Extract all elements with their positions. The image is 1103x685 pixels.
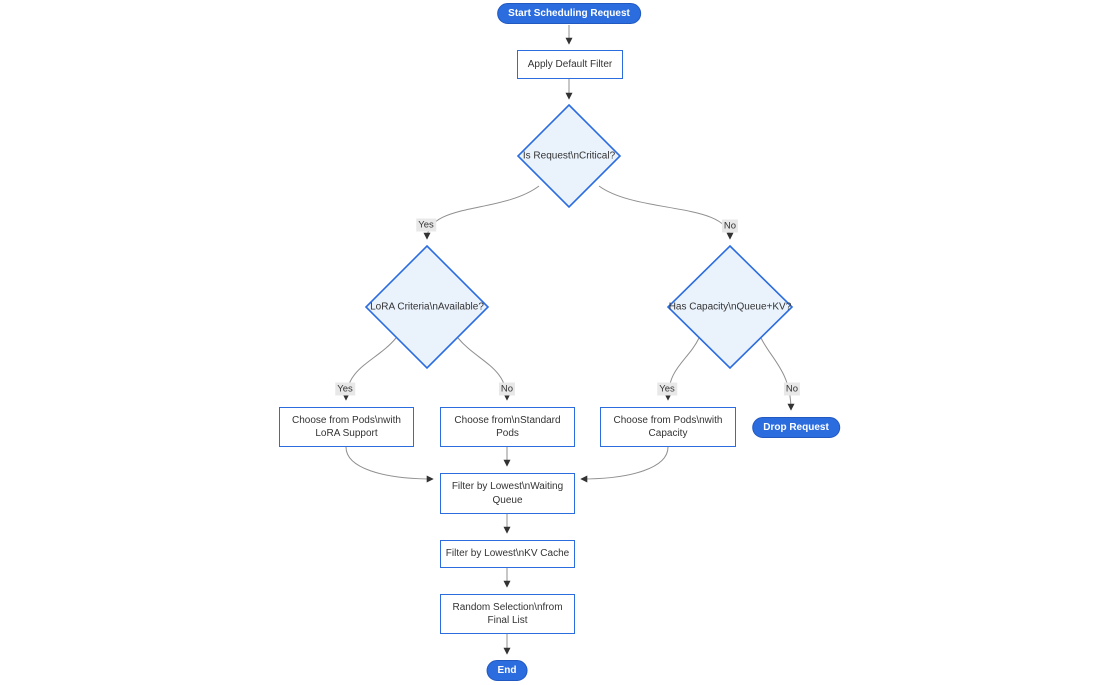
node-apply-default-filter-label: Apply Default Filter [527,58,613,70]
node-drop-request-label: Drop Request [763,422,829,433]
node-choose-capacity-pods-label: Choose from Pods\nwith Capacity [613,414,723,440]
decision-diamond-capacity [666,244,794,370]
node-start-label: Start Scheduling Request [508,8,630,19]
node-random-selection-label: Random Selection\nfrom Final List [452,601,563,627]
node-filter-kv-cache-label: Filter by Lowest\nKV Cache [445,548,570,560]
node-apply-default-filter: Apply Default Filter [517,50,623,79]
edge-label-capacity-yes: Yes [657,382,677,396]
edge-capacitypods-filter [580,446,669,483]
node-filter-kv-cache: Filter by Lowest\nKV Cache [440,540,575,568]
node-filter-waiting-queue-label: Filter by Lowest\nWaiting Queue [451,481,564,506]
edge-label-lora-no: No [498,382,516,396]
node-choose-capacity-pods: Choose from Pods\nwith Capacity [600,407,736,447]
edge-critical-no [598,185,734,240]
edge-label-capacity-no: No [783,382,801,396]
node-lora-criteria-label: LoRA Criteria\nAvailable? [370,301,484,313]
node-choose-lora-pods-label: Choose from Pods\nwith LoRA Support [292,414,401,440]
node-choose-lora-pods: Choose from Pods\nwith LoRA Support [279,407,414,447]
node-choose-standard-pods: Choose from\nStandard Pods [440,407,575,447]
decision-diamond-lora [364,244,490,370]
edge-critical-yes [423,185,540,240]
node-filter-waiting-queue: Filter by Lowest\nWaiting Queue [440,473,575,514]
node-end-label: End [497,665,517,676]
node-drop-request: Drop Request [752,417,840,438]
node-start: Start Scheduling Request [497,3,641,24]
edge-label-critical-no: No [721,219,739,233]
node-has-capacity-label: Has Capacity\nQueue+KV? [668,301,792,313]
node-is-request-critical-label: Is Request\nCritical? [522,150,616,162]
node-random-selection: Random Selection\nfrom Final List [440,594,575,634]
edge-lorapods-filter [345,446,434,483]
node-end: End [486,660,528,681]
edge-capacity-no [760,337,795,411]
decision-diamond-critical [516,103,622,209]
edge-label-critical-yes: Yes [416,218,436,232]
edge-label-lora-yes: Yes [335,382,355,396]
node-choose-standard-pods-label: Choose from\nStandard Pods [454,414,561,440]
